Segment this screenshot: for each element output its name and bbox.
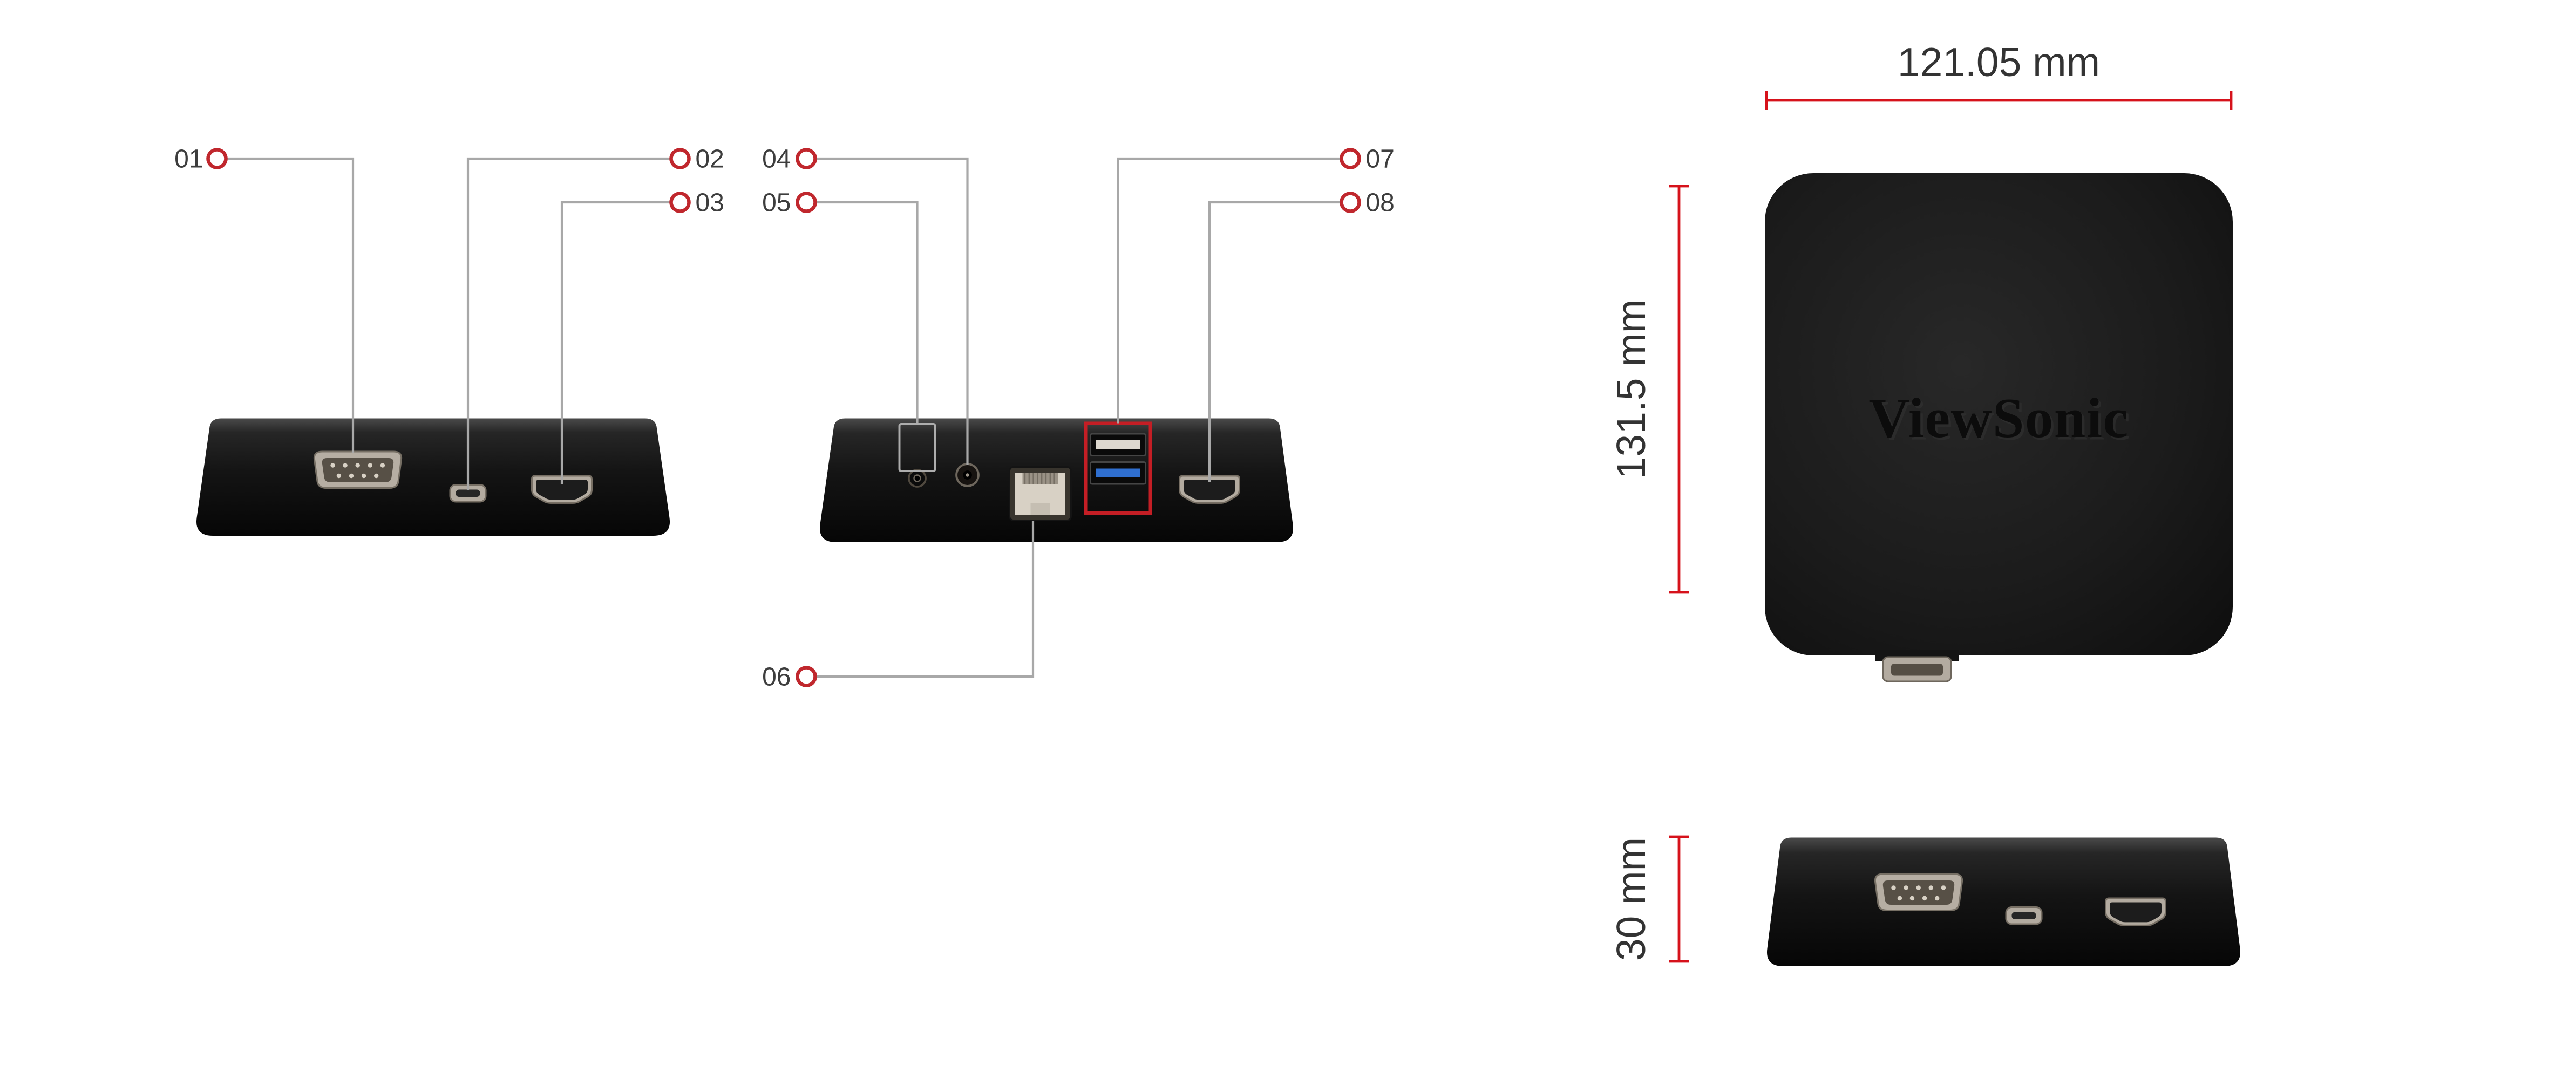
callout-03-marker [669, 192, 691, 213]
callout-03: 03 [560, 188, 724, 484]
depth-dimension-label: 30 mm [1608, 837, 1654, 961]
viewsonic-logo-highlight: ViewSonic [1871, 388, 2131, 452]
top-device-body [1764, 173, 2233, 655]
callout-08-leader [1208, 201, 1342, 482]
front-view-device [196, 418, 670, 536]
callout-08: 08 [1208, 188, 1395, 482]
callout-05-bracket [898, 423, 936, 472]
callout-07-leader [1117, 157, 1342, 424]
callout-04: 04 [762, 145, 969, 465]
callout-05-leader [815, 201, 919, 424]
side-db9-serial-port [1874, 873, 1963, 911]
callout-05-label: 05 [762, 188, 791, 217]
callout-05: 05 [762, 188, 936, 472]
depth-dimension: 30 mm [1608, 835, 1689, 963]
callout-03-leader [560, 201, 671, 484]
callout-02-label: 02 [696, 145, 724, 173]
callout-07-marker [1340, 148, 1361, 169]
side-view-device [1766, 837, 2241, 966]
usb-ports [1084, 421, 1152, 515]
callout-02-leader [466, 157, 671, 490]
side-micro-usb-port [2005, 906, 2043, 925]
top-view-device: ViewSonic ViewSonic [1764, 173, 2233, 682]
callout-08-marker [1340, 192, 1361, 213]
callout-06: 06 [762, 521, 1035, 691]
callout-05-marker [796, 192, 817, 213]
side-device-body [1766, 837, 2241, 966]
rear-view-device [819, 418, 1294, 542]
front-view-callouts: 01 02 03 [174, 145, 724, 490]
callout-01-marker [206, 148, 228, 169]
callout-02: 02 [466, 145, 724, 490]
callout-01: 01 [174, 145, 355, 453]
front-device-body [196, 418, 670, 536]
width-dimension-label: 121.05 mm [1898, 39, 2100, 85]
usb-bottom-tongue [1096, 468, 1140, 477]
db9-serial-port [313, 450, 403, 489]
callout-01-leader [226, 157, 355, 453]
callout-04-leader [815, 157, 969, 465]
callout-03-label: 03 [696, 188, 724, 217]
callout-08-label: 08 [1365, 188, 1394, 217]
callout-01-label: 01 [174, 145, 203, 173]
callout-04-label: 04 [762, 145, 791, 173]
callout-06-marker [796, 666, 817, 687]
rear-view-callouts: 04 05 06 07 08 [762, 145, 1395, 691]
ethernet-port [1009, 466, 1072, 521]
callout-02-marker [669, 148, 691, 169]
callout-06-leader [815, 521, 1035, 678]
callout-06-label: 06 [762, 663, 791, 691]
top-view-connector [1874, 650, 1959, 682]
usb-top-tongue [1096, 440, 1140, 449]
height-dimension-label: 131.5 mm [1608, 299, 1654, 479]
viewsonic-logo: ViewSonic [1868, 386, 2129, 449]
side-hdmi-port [2104, 897, 2166, 926]
dc-in-port [955, 463, 980, 487]
callout-04-marker [796, 148, 817, 169]
audio-jack-port [908, 469, 927, 488]
height-dimension: 131.5 mm [1608, 185, 1689, 594]
callout-07-label: 07 [1365, 145, 1394, 173]
width-dimension: 121.05 mm [1765, 39, 2233, 110]
callout-07: 07 [1117, 145, 1395, 424]
